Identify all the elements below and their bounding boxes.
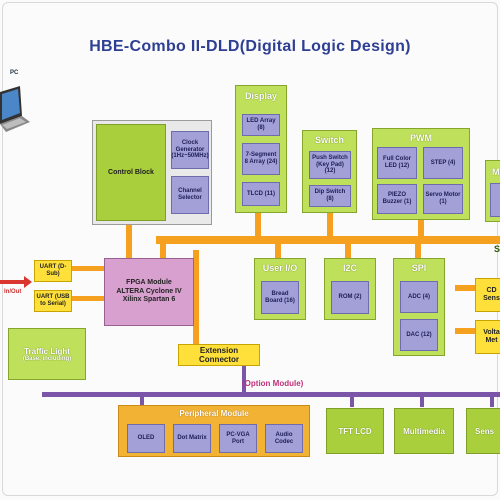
connector-right-1 (455, 285, 477, 291)
cd-sensor-partial: CD Sens (475, 278, 500, 312)
user-io-group: User I/O Bread Board (16) (254, 258, 306, 320)
switch-title: Switch (314, 135, 344, 145)
control-block-panel: Control Block Clock Generator (1Hz~50MHz… (92, 120, 212, 225)
inout-arrow (0, 275, 32, 288)
connector-switch (327, 210, 333, 238)
connector-uart2 (72, 296, 106, 301)
partial-module-top-label: M (492, 167, 500, 177)
diagram-title: HBE-Combo II-DLD(Digital Logic Design) (89, 38, 411, 55)
main-bus (156, 236, 500, 244)
connector-uart1 (72, 266, 106, 271)
dot-matrix: Dot Matrix (173, 424, 211, 453)
pc-vga-port: PC-VGA Port (219, 424, 257, 453)
pwm-title: PWM (410, 133, 432, 143)
option-module-label: (Option Module) (242, 379, 304, 388)
connector-userio (275, 240, 281, 262)
push-switch: Push Switch (Key Pad) (12) (309, 151, 351, 179)
laptop-icon (0, 78, 30, 138)
connector-extension (193, 250, 199, 348)
i2c-group: I2C ROM (2) (324, 258, 376, 320)
spi-title: SPI (411, 263, 427, 273)
full-color-led: Full Color LED (12) (377, 147, 417, 179)
step-motor: STEP (4) (423, 147, 463, 179)
servo-motor: Servo Motor (1) (423, 184, 463, 214)
switch-group: Switch Push Switch (Key Pad) (12) Dip Sw… (302, 130, 357, 213)
connector-i2c (345, 240, 351, 262)
traffic-light-subtitle: (Base, including) (22, 355, 72, 362)
multimedia: Multimedia (394, 408, 454, 454)
connector-option (242, 365, 246, 395)
uart-dsub: UART (D-Sub) (34, 260, 72, 282)
fpga-xilinx: Xilinx Spartan 6 (122, 296, 176, 304)
seven-segment-array: 7-Segment 8 Array (24) (242, 143, 280, 175)
traffic-light: Traffic Light (Base, including) (8, 328, 86, 380)
connector-display (255, 208, 261, 238)
traffic-light-title: Traffic Light (24, 346, 70, 356)
control-block: Control Block (96, 124, 166, 221)
connector-pwm (418, 218, 424, 238)
uart-usb-serial: UART (USB to Serial) (34, 290, 72, 312)
option-bus (42, 392, 500, 397)
connector-sensor (490, 395, 494, 407)
piezo-buzzer: PIEZO Buzzer (1) (377, 184, 417, 214)
tft-lcd: TFT LCD (326, 408, 384, 454)
inout-label: In/Out (4, 289, 22, 295)
partial-bus-label: S (494, 244, 500, 254)
control-block-label: Control Block (108, 169, 154, 176)
partial-module-top: M (485, 160, 500, 222)
connector-multimedia (420, 395, 424, 407)
dip-switch: Dip Switch (8) (309, 185, 351, 207)
connector-spi (415, 240, 421, 262)
bread-board: Bread Board (16) (261, 281, 299, 314)
i2c-title: I2C (342, 263, 357, 273)
rom: ROM (2) (331, 281, 369, 314)
led-array: LED Array (8) (242, 114, 280, 136)
connector-peripheral (140, 395, 144, 407)
fpga-altera: ALTERA Cyclone IV (116, 287, 182, 295)
fpga-title: FPGA Module (126, 278, 172, 286)
clock-generator: Clock Generator (1Hz~50MHz) (171, 131, 209, 169)
extension-connector: Extension Connector (178, 344, 260, 366)
audio-codec: Audio Codec (265, 424, 303, 453)
sensor-partial: Sens (466, 408, 500, 454)
channel-selector: Channel Selector (171, 176, 209, 214)
pc-label: PC (10, 70, 19, 76)
oled: OLED (127, 424, 165, 453)
dac: DAC (12) (400, 319, 438, 351)
adc: ADC (4) (400, 281, 438, 313)
display-title: Display (244, 91, 277, 101)
tlcd: TLCD (11) (242, 182, 280, 206)
connector-tft (350, 395, 354, 407)
voltage-meter-partial: Volta Met (475, 320, 500, 354)
spi-group: SPI ADC (4) DAC (12) (393, 258, 445, 356)
partial-module-chip (490, 183, 500, 217)
peripheral-module: Peripheral Module OLED Dot Matrix PC-VGA… (118, 405, 310, 457)
fpga-module: FPGA Module ALTERA Cyclone IV Xilinx Spa… (104, 258, 194, 326)
user-io-title: User I/O (262, 263, 298, 273)
peripheral-title: Peripheral Module (179, 409, 249, 418)
connector-right-2 (455, 328, 477, 334)
connector-control-fpga (126, 205, 132, 260)
pwm-group: PWM Full Color LED (12) STEP (4) PIEZO B… (372, 128, 470, 220)
display-group: Display LED Array (8) 7-Segment 8 Array … (235, 85, 287, 213)
